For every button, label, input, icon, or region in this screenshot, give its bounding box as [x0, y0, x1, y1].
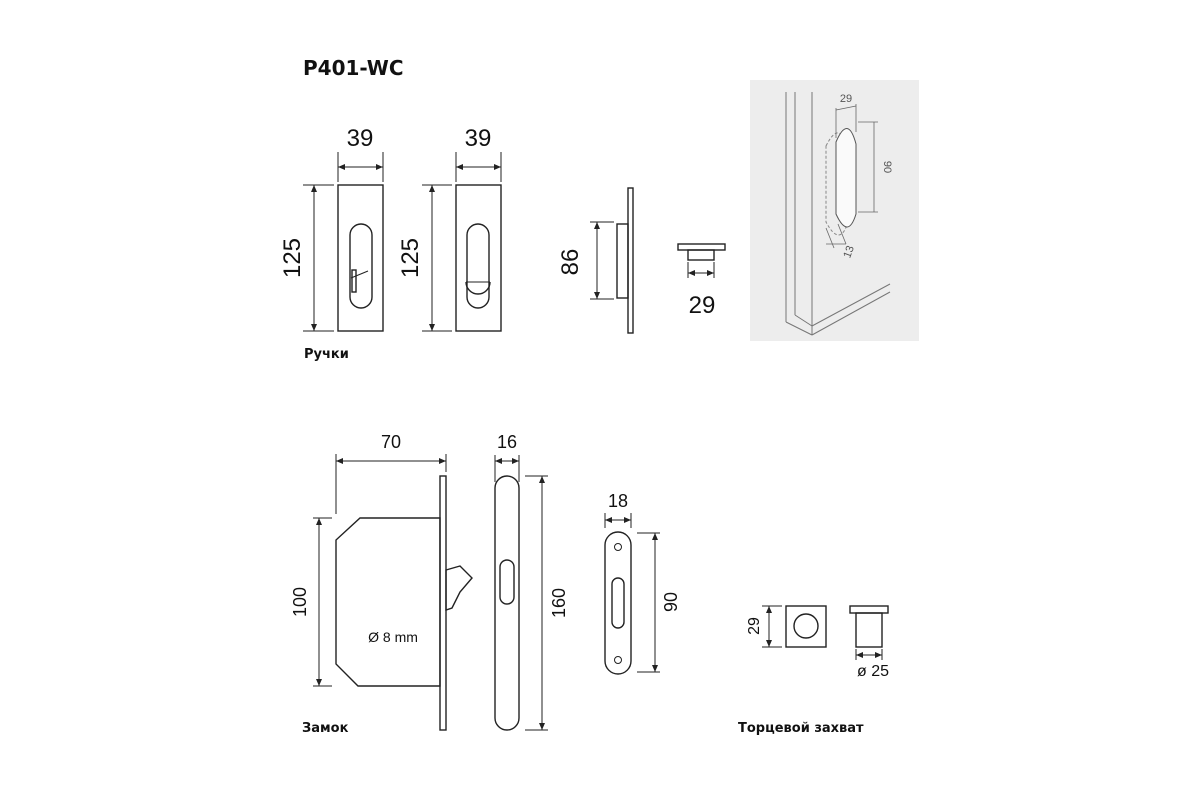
- strike-plate: [604, 513, 660, 675]
- dim-lock-hole: Ø 8 mm: [368, 629, 418, 645]
- dim-knob-width: 29: [689, 292, 716, 319]
- dim-handle1-width: 39: [347, 125, 374, 152]
- dim-door-height: 90: [881, 161, 893, 173]
- caption-end-catch: Торцевой захват: [738, 721, 864, 736]
- handle-front-2: [422, 152, 502, 332]
- dim-handle2-height: 125: [397, 238, 424, 278]
- end-catch: [762, 605, 889, 660]
- caption-handles: Ручки: [304, 347, 349, 362]
- page-title: P401-WC: [303, 56, 404, 80]
- handle-side-view: [590, 187, 634, 334]
- dim-catch-side: 29: [746, 617, 763, 635]
- dim-catch-diameter: ø 25: [857, 663, 889, 680]
- dim-handle2-width: 39: [465, 125, 492, 152]
- dim-faceplate-width: 16: [497, 432, 517, 452]
- lock-faceplate: [494, 455, 548, 731]
- dim-door-width: 29: [840, 93, 852, 105]
- caption-lock: Замок: [302, 721, 349, 736]
- dim-strike-width: 18: [608, 491, 628, 511]
- dim-strike-height: 90: [661, 592, 681, 612]
- dim-side-height: 86: [557, 249, 584, 276]
- dim-faceplate-height: 160: [549, 588, 569, 618]
- door-installation-sketch: [750, 80, 919, 341]
- handle-front-1: [303, 152, 384, 332]
- lock-body: [313, 454, 473, 731]
- dim-door-depth: 13: [841, 244, 856, 260]
- dim-lock-width: 70: [381, 432, 401, 452]
- knob-side-view: [677, 243, 726, 278]
- dim-handle1-height: 125: [279, 238, 306, 278]
- dim-lock-height: 100: [290, 587, 310, 617]
